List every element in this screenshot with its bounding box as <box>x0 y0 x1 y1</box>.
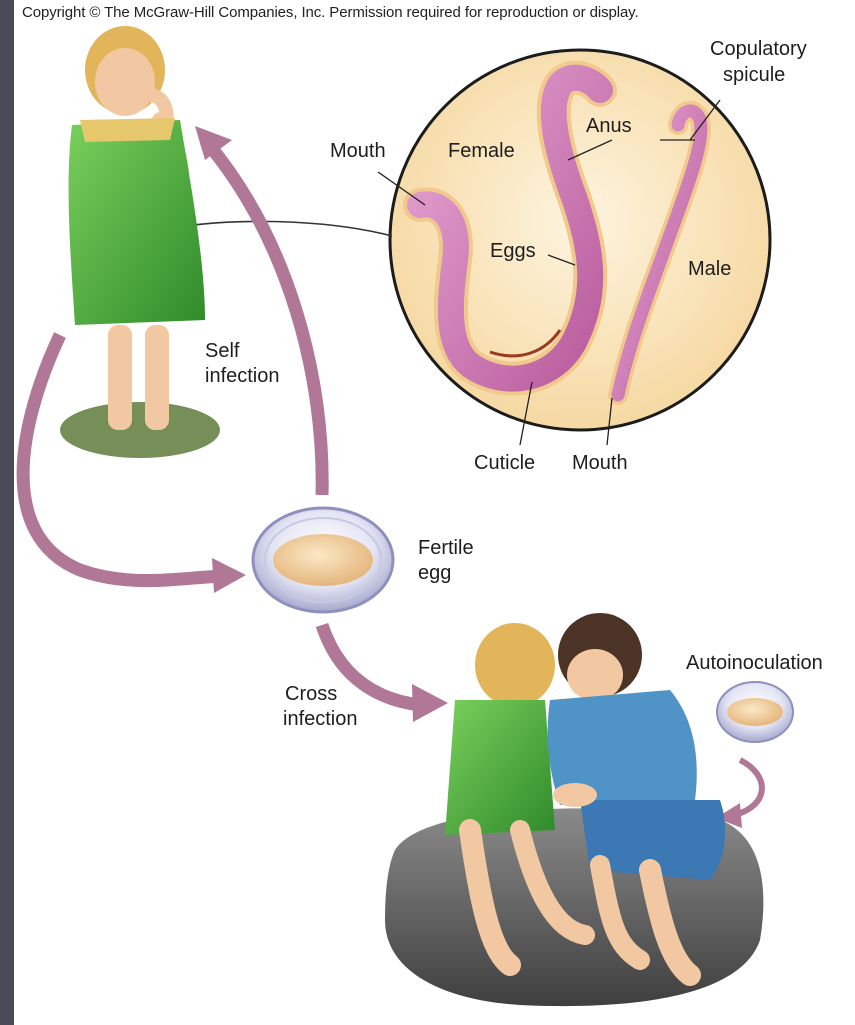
mouth-label-bottom: Mouth <box>572 452 628 475</box>
fertile-egg-label-line1: Fertile <box>418 537 474 560</box>
male-label: Male <box>688 258 731 281</box>
mouth-label-top: Mouth <box>330 140 386 163</box>
copulatory-spicule-label-line1: Copulatory <box>710 38 807 61</box>
girl-thumb-sucking <box>60 26 220 458</box>
worm-magnification-circle <box>378 50 770 445</box>
cuticle-label: Cuticle <box>474 452 535 475</box>
autoinoculation-egg-icon <box>717 682 793 742</box>
female-label: Female <box>448 140 515 163</box>
self-infection-label-line2: infection <box>205 365 280 388</box>
fertile-egg-label-line2: egg <box>418 562 451 585</box>
cross-infection-label-line2: infection <box>283 708 358 731</box>
fertile-egg-icon <box>253 508 393 612</box>
self-infection-label-line1: Self <box>205 340 239 363</box>
eggs-label: Eggs <box>490 240 536 263</box>
cross-infection-label-line1: Cross <box>285 683 337 706</box>
anus-label: Anus <box>586 115 632 138</box>
copulatory-spicule-label-line2: spicule <box>723 64 785 87</box>
autoinoculation-label: Autoinoculation <box>686 652 823 675</box>
self-infection-arrow <box>205 140 322 495</box>
